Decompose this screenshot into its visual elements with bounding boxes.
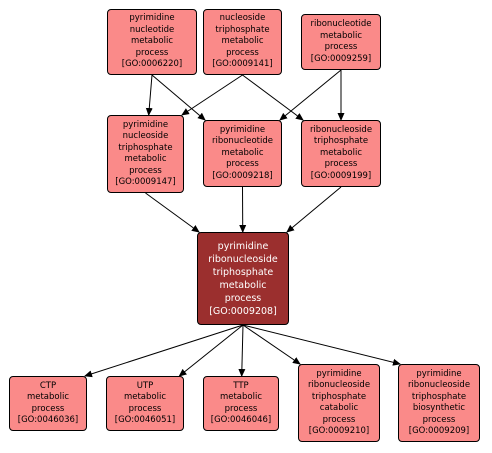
edge-n_9208-to-n_9210 bbox=[242, 324, 301, 365]
node-go-0009259[interactable]: ribonucleotide metabolic process [GO:000… bbox=[301, 14, 381, 70]
node-go-0009209[interactable]: pyrimidine ribonucleoside triphosphate b… bbox=[398, 364, 480, 442]
node-go-0046046[interactable]: TTP metabolic process [GO:0046046] bbox=[203, 376, 279, 431]
node-go-0009199[interactable]: ribonucleoside triphosphate metabolic pr… bbox=[301, 120, 381, 187]
node-go-0009147[interactable]: pyrimidine nucleoside triphosphate metab… bbox=[107, 115, 184, 193]
node-go-0009141[interactable]: nucleoside triphosphate metabolic proces… bbox=[203, 9, 282, 75]
edge-n_9208-to-n_46051 bbox=[178, 324, 244, 377]
node-go-0009208-focus[interactable]: pyrimidine ribonucleoside triphosphate m… bbox=[197, 232, 289, 325]
node-go-0009218[interactable]: pyrimidine ribonucleotide metabolic proc… bbox=[203, 120, 282, 187]
node-go-0046051[interactable]: UTP metabolic process [GO:0046051] bbox=[106, 376, 184, 431]
edge-n_9259-to-n_9218 bbox=[279, 69, 342, 121]
edge-n_9208-to-n_46036 bbox=[84, 324, 244, 378]
edge-n_6220-to-n_9218 bbox=[151, 74, 206, 121]
edge-n_9141-to-n_9199 bbox=[242, 74, 304, 121]
edge-n_9141-to-n_9147 bbox=[181, 74, 243, 116]
edge-n_9208-to-n_9209 bbox=[242, 324, 401, 366]
node-go-0046036[interactable]: CTP metabolic process [GO:0046036] bbox=[9, 376, 87, 431]
edge-n_9147-to-n_9208 bbox=[145, 192, 200, 233]
edge-n_9199-to-n_9208 bbox=[286, 186, 342, 233]
node-go-0009210[interactable]: pyrimidine ribonucleoside triphosphate c… bbox=[298, 364, 380, 442]
node-go-0006220[interactable]: pyrimidine nucleotide metabolic process … bbox=[107, 9, 197, 75]
edge-n_6220-to-n_9147 bbox=[145, 74, 153, 116]
edge-n_9208-to-n_46046 bbox=[238, 324, 246, 377]
